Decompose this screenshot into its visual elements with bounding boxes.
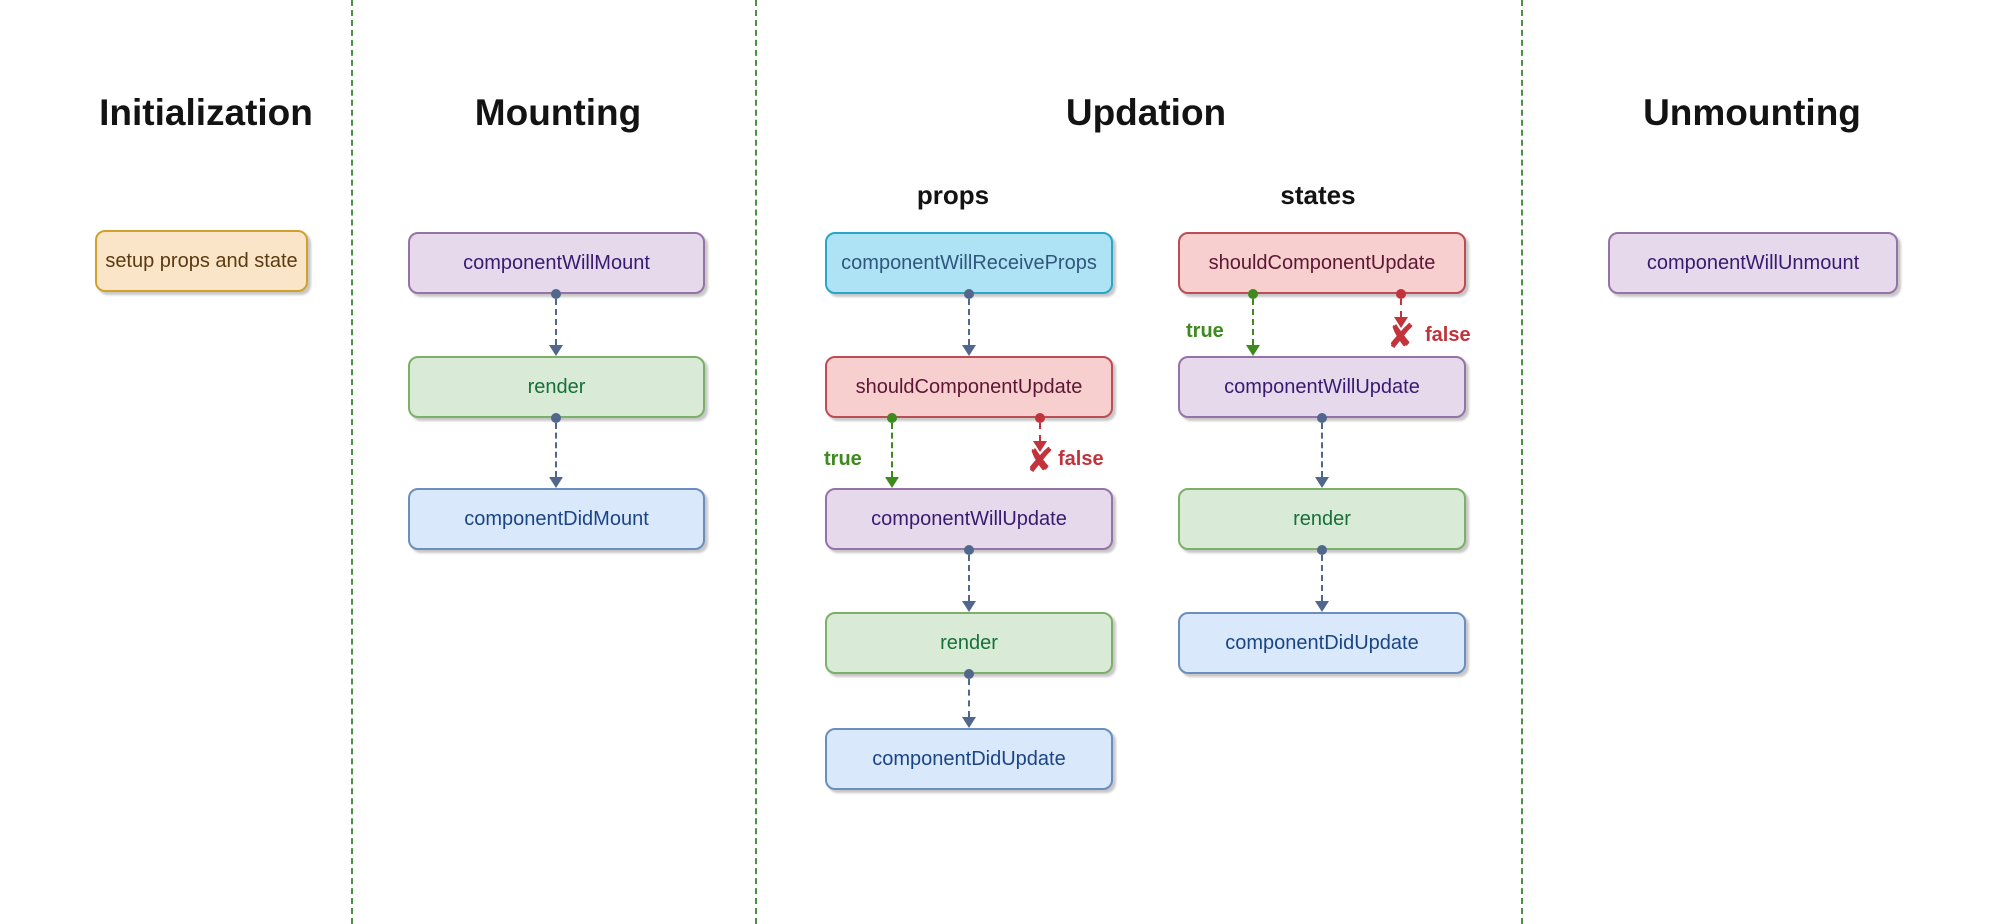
- node-componentWillUpdate-props: componentWillUpdate: [825, 488, 1113, 550]
- connector-dot: [964, 289, 974, 299]
- arrow-true-states: [1246, 289, 1260, 356]
- node-render-states: render: [1178, 488, 1466, 550]
- arrowhead-icon: [1315, 601, 1329, 612]
- connector-dot: [887, 413, 897, 423]
- phase-separator: [1521, 0, 1523, 924]
- arrowhead-icon: [549, 345, 563, 356]
- node-componentWillUnmount: componentWillUnmount: [1608, 232, 1898, 294]
- arrowhead-icon: [549, 477, 563, 488]
- phase-separator: [351, 0, 353, 924]
- arrowhead-icon: [1246, 345, 1260, 356]
- arrowhead-icon: [1315, 477, 1329, 488]
- subcolumn-title-props: props: [916, 180, 990, 210]
- phase-title-unmounting: Unmounting: [1643, 92, 1861, 133]
- node-setup-props-and-state: setup props and state: [95, 230, 308, 292]
- arrow-render-to-didmount: [549, 413, 563, 488]
- arrow-render-to-didupdate-props: [962, 669, 976, 728]
- connector-dash: [968, 299, 970, 345]
- arrowhead-icon: [885, 477, 899, 488]
- connector-dot: [964, 545, 974, 555]
- connector-dot: [1317, 545, 1327, 555]
- false-cross-icon: ✘: [1025, 441, 1055, 481]
- arrowhead-icon: [1394, 317, 1408, 328]
- connector-dot: [1035, 413, 1045, 423]
- connector-dash: [555, 299, 557, 345]
- branch-label-true-states: true: [1186, 320, 1224, 342]
- connector-dash: [1039, 423, 1041, 441]
- connector-dash: [968, 555, 970, 601]
- node-componentWillMount: componentWillMount: [408, 232, 705, 294]
- phase-title-updation: Updation: [1065, 92, 1227, 133]
- arrow-true-props: [885, 413, 899, 488]
- node-componentDidUpdate-props: componentDidUpdate: [825, 728, 1113, 790]
- connector-dash: [555, 423, 557, 477]
- node-render-mounting: render: [408, 356, 705, 418]
- node-shouldComponentUpdate-props: shouldComponentUpdate: [825, 356, 1113, 418]
- connector-dash: [1321, 555, 1323, 601]
- branch-label-false-states: false: [1425, 324, 1471, 346]
- node-componentDidUpdate-states: componentDidUpdate: [1178, 612, 1466, 674]
- connector-dot: [1317, 413, 1327, 423]
- arrowhead-icon: [962, 601, 976, 612]
- arrowhead-icon: [1033, 441, 1047, 452]
- phase-separator: [755, 0, 757, 924]
- node-componentDidMount: componentDidMount: [408, 488, 705, 550]
- node-componentWillUpdate-states: componentWillUpdate: [1178, 356, 1466, 418]
- node-componentWillReceiveProps: componentWillReceiveProps: [825, 232, 1113, 294]
- arrow-render-to-didupdate-states: [1315, 545, 1329, 612]
- connector-dash: [1252, 299, 1254, 345]
- arrow-receiveprops-to-shouldupdate: [962, 289, 976, 356]
- connector-dot: [1396, 289, 1406, 299]
- branch-label-false-props: false: [1058, 448, 1104, 470]
- connector-dot: [551, 289, 561, 299]
- phase-title-mounting: Mounting: [474, 92, 642, 133]
- node-shouldComponentUpdate-states: shouldComponentUpdate: [1178, 232, 1466, 294]
- phase-title-initialization: Initialization: [99, 92, 313, 133]
- arrowhead-icon: [962, 345, 976, 356]
- branch-label-true-props: true: [824, 448, 862, 470]
- arrow-willupdate-to-render-props: [962, 545, 976, 612]
- connector-dash: [1400, 299, 1402, 317]
- connector-dot: [551, 413, 561, 423]
- arrow-willmount-to-render: [549, 289, 563, 356]
- false-cross-icon: ✘: [1386, 317, 1416, 357]
- node-render-props: render: [825, 612, 1113, 674]
- arrow-false-props: [1033, 413, 1047, 452]
- connector-dash: [968, 679, 970, 717]
- arrow-false-states: [1394, 289, 1408, 328]
- arrowhead-icon: [962, 717, 976, 728]
- arrow-willupdate-to-render-states: [1315, 413, 1329, 488]
- connector-dash: [891, 423, 893, 477]
- connector-dash: [1321, 423, 1323, 477]
- subcolumn-title-states: states: [1280, 180, 1356, 210]
- connector-dot: [1248, 289, 1258, 299]
- connector-dot: [964, 669, 974, 679]
